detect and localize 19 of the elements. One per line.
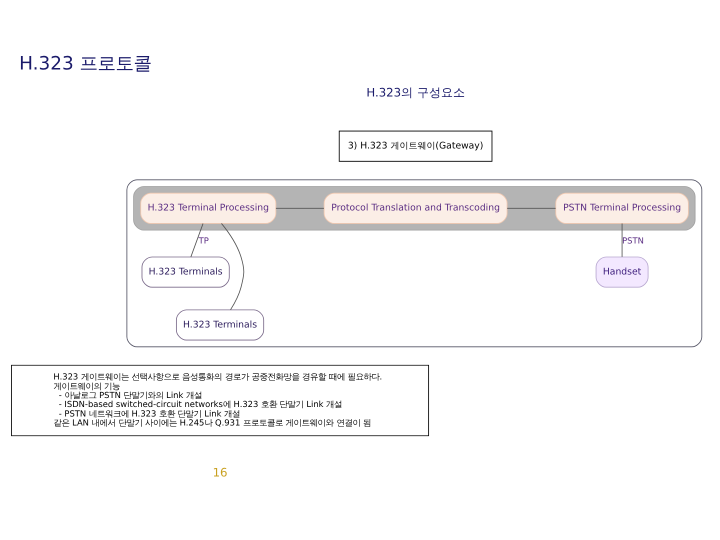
node-box: H.323 Terminals	[176, 309, 264, 340]
connector	[506, 208, 556, 209]
node-box: H.323 Terminal Processing	[140, 192, 276, 224]
node-box: Handset	[596, 256, 649, 288]
edge-label: PSTN	[622, 236, 644, 246]
connector	[190, 223, 204, 258]
cluster	[126, 179, 702, 348]
cluster	[133, 186, 696, 231]
label: H.323의 구성요소	[366, 85, 465, 100]
node-box: H.323 게이트웨이는 선택사항으로 음성통화의 경로가 공중전화망을 경유할 때에 필요하다. 게이트웨이의 기능 - 아날로그 PSTN 단말기와의 Link 개설 - ISDN-based switched-circuit networks에 H.323 호환 단말기 Link 개설 - PSTN 네트워크에 H.323 호환 단말기 Link 개설 같은 LAN 내에서 단말기 사이에는 H.245나 Q.931 프로토콜로 게이트웨이와 연결이 됨	[11, 364, 430, 436]
connector	[276, 208, 324, 209]
connector	[221, 223, 244, 310]
node-box: PSTN Terminal Processing	[555, 192, 689, 224]
node-box: Protocol Translation and Transcoding	[324, 192, 508, 224]
label: 16	[212, 466, 228, 480]
node-box: 3) H.323 게이트웨이(Gateway)	[338, 130, 492, 162]
diagram-title: H.323 프로토콜	[19, 53, 152, 74]
node-box: H.323 Terminals	[142, 256, 230, 288]
edge-label: TP	[198, 236, 209, 246]
